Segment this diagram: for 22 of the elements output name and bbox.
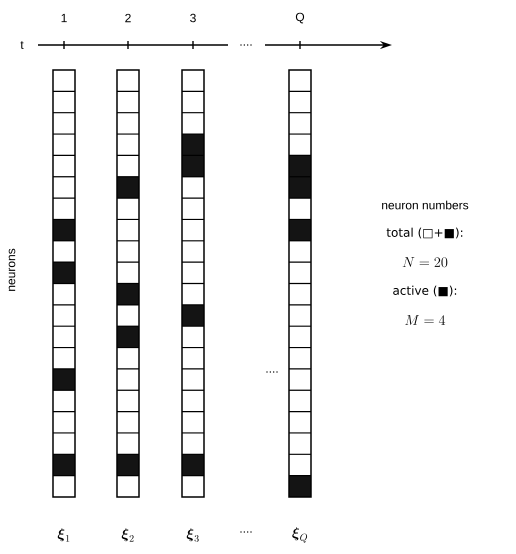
neuron-column xyxy=(52,69,76,498)
legend-text: total (□+■): xyxy=(386,228,462,238)
ellipsis: .... xyxy=(266,371,278,373)
axis-label: neurons xyxy=(8,248,16,291)
pattern-label: $\boldsymbol{\xi}_1$ xyxy=(58,528,70,542)
tick-number: 2 xyxy=(125,14,131,22)
neuron-column xyxy=(288,69,312,498)
ellipsis: .... xyxy=(240,531,252,533)
tick-number: 3 xyxy=(190,14,196,22)
legend-text: active (■): xyxy=(393,286,456,296)
tick-number: 1 xyxy=(62,14,67,22)
formula: $M = 4$ xyxy=(405,315,446,325)
neuron-column xyxy=(181,69,205,498)
axis-label: t xyxy=(20,41,24,49)
neuron-column xyxy=(116,69,140,498)
formula: $N = 20$ xyxy=(402,257,448,268)
ellipsis: .... xyxy=(240,44,252,46)
pattern-label: $\boldsymbol{\xi}_2$ xyxy=(122,528,134,542)
legend-heading: neuron numbers xyxy=(382,200,468,210)
tick-number: Q xyxy=(296,12,304,24)
pattern-label: $\boldsymbol{\xi}_3$ xyxy=(186,528,199,542)
pattern-label: $\boldsymbol{\xi}_Q$ xyxy=(292,527,308,543)
